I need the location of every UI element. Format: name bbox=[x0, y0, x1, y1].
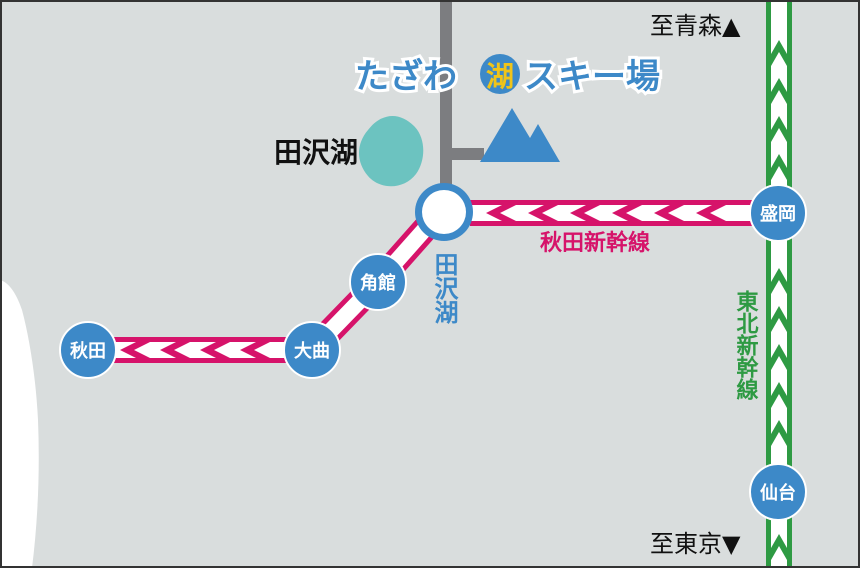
resort-title: たざわ 湖 スキー場 bbox=[352, 54, 663, 100]
resort-name-circle bbox=[480, 54, 520, 94]
direction-chevron bbox=[771, 78, 787, 104]
station-tazawako bbox=[415, 183, 473, 241]
direction-chevron bbox=[771, 420, 787, 446]
resort-name-before: たざわ bbox=[355, 57, 457, 97]
akita-shinkansen-label: 秋田新幹線 bbox=[540, 230, 650, 256]
station-sendai-label: 仙台 bbox=[760, 482, 796, 504]
lake-tazawa bbox=[359, 115, 424, 187]
station-akita-label: 秋田 bbox=[70, 340, 106, 362]
road bbox=[440, 0, 484, 200]
direction-chevron bbox=[240, 342, 270, 358]
mountain-icon bbox=[480, 108, 560, 162]
station-morioka-label: 盛岡 bbox=[760, 203, 796, 225]
direction-chevron bbox=[486, 205, 516, 221]
station-tazawako-label: 田沢湖 bbox=[430, 252, 458, 325]
tohoku-shinkansen-label: 東北新幹線 bbox=[733, 290, 759, 400]
direction-chevron bbox=[771, 154, 787, 180]
direction-chevron bbox=[771, 40, 787, 66]
direction-chevron bbox=[771, 268, 787, 294]
direction-chevron bbox=[771, 344, 787, 370]
resort-name-after: スキー場 bbox=[524, 57, 660, 97]
direction-chevron bbox=[120, 342, 150, 358]
destination-south: 至東京▼ bbox=[650, 530, 741, 558]
direction-chevron bbox=[771, 306, 787, 332]
station-morioka: 盛岡 bbox=[749, 184, 807, 242]
direction-chevron bbox=[612, 205, 642, 221]
station-omagari-label: 大曲 bbox=[294, 340, 330, 362]
destination-north: 至青森▲ bbox=[650, 12, 741, 40]
direction-chevron bbox=[654, 205, 684, 221]
station-akita: 秋田 bbox=[59, 321, 117, 379]
station-kakunodate-label: 角館 bbox=[360, 272, 396, 294]
station-kakunodate: 角館 bbox=[349, 253, 407, 311]
direction-chevron bbox=[696, 205, 726, 221]
direction-chevron bbox=[771, 116, 787, 142]
direction-chevron bbox=[570, 205, 600, 221]
direction-chevron bbox=[771, 382, 787, 408]
direction-chevron bbox=[771, 534, 787, 560]
direction-chevron bbox=[200, 342, 230, 358]
direction-chevron bbox=[160, 342, 190, 358]
station-sendai: 仙台 bbox=[749, 463, 807, 521]
lake-label: 田沢湖 bbox=[274, 136, 358, 169]
direction-chevron bbox=[528, 205, 558, 221]
station-omagari: 大曲 bbox=[283, 321, 341, 379]
resort-name-circle-char: 湖 bbox=[486, 60, 514, 93]
